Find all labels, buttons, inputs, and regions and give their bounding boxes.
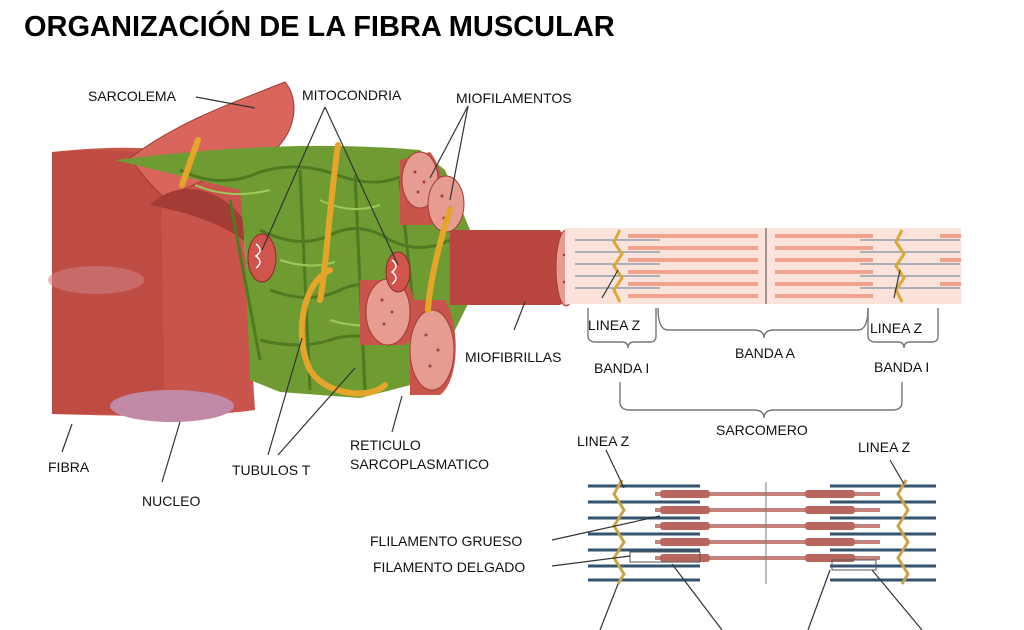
myosin-heads: [660, 490, 855, 562]
band-strip: [565, 228, 961, 304]
muscle-fiber-illustration: [48, 81, 577, 422]
label-linea-z-right: LINEA Z: [870, 320, 923, 336]
z-disk-right: [896, 479, 910, 585]
page-title: ORGANIZACIÓN DE LA FIBRA MUSCULAR: [24, 9, 615, 43]
label-sarcolema: SARCOLEMA: [88, 88, 177, 104]
t-tubules: [179, 137, 453, 397]
label-reticulo-line2: SARCOPLASMATICO: [350, 456, 489, 472]
label-miofilamentos: MIOFILAMENTOS: [456, 90, 572, 106]
label-linea-z-lower-left: LINEA Z: [577, 433, 630, 449]
labels: SARCOLEMA MITOCONDRIA MIOFILAMENTOS MIOF…: [48, 87, 929, 575]
thick-filament-highlight: [831, 559, 877, 571]
brace-banda-i-left: [587, 308, 657, 349]
band-thin-lines: [575, 239, 960, 289]
label-filamento-grueso: FLILAMENTO GRUESO: [370, 533, 522, 549]
myofibril-main: [450, 230, 572, 305]
label-mitocondria: MITOCONDRIA: [302, 87, 402, 103]
label-banda-i-left: BANDA I: [594, 360, 649, 376]
brace-sarcomero: [619, 382, 903, 419]
label-fibra: FIBRA: [48, 459, 90, 475]
thin-filaments: [588, 484, 936, 582]
myofilament-dots: [380, 170, 570, 368]
z-line-left-mark: [612, 229, 624, 303]
thin-filament-highlight: [629, 551, 701, 563]
brace-banda-a: [657, 307, 869, 339]
myofilament-cap-4: [409, 309, 455, 391]
label-banda-a: BANDA A: [735, 345, 796, 361]
banded-myofibril: [565, 228, 961, 304]
leader-lines: [61, 96, 923, 630]
nucleus-shape: [110, 390, 234, 422]
braces: [587, 307, 939, 419]
label-linea-z-lower-right: LINEA Z: [858, 439, 911, 455]
band-stripes: [628, 234, 961, 298]
label-miofibrillas: MIOFIBRILLAS: [465, 349, 561, 365]
label-banda-i-right: BANDA I: [874, 359, 929, 375]
mitochondria: [247, 233, 411, 293]
label-filamento-delgado: FILAMENTO DELGADO: [373, 559, 525, 575]
nucleus-spot: [48, 266, 144, 294]
label-nucleo: NUCLEO: [142, 493, 200, 509]
label-linea-z-left: LINEA Z: [588, 317, 641, 333]
sarcomere-detail: [588, 479, 936, 585]
brace-banda-i-right: [867, 308, 939, 349]
label-tubulos-t: TUBULOS T: [232, 462, 311, 478]
label-reticulo-line1: RETICULO: [350, 437, 421, 453]
label-sarcomero: SARCOMERO: [716, 422, 808, 438]
sarcolema-curl: [150, 188, 255, 250]
z-disk-left: [612, 479, 626, 585]
